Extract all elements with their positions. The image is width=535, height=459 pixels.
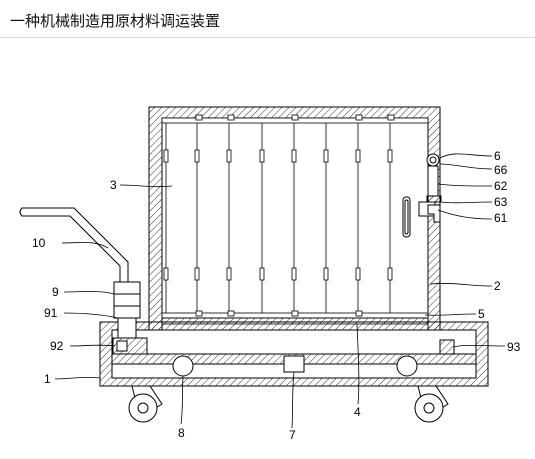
caster-wheel-right (414, 385, 449, 423)
callout-63: 63 (494, 195, 508, 209)
roller-right (396, 355, 418, 377)
callout-92: 92 (50, 339, 64, 353)
callout-4: 4 (354, 405, 361, 419)
latch-assembly (418, 153, 442, 223)
divider-slats (163, 114, 395, 317)
callout-2: 2 (494, 279, 501, 293)
callout-6: 6 (494, 149, 501, 163)
center-post (283, 355, 305, 373)
callout-3: 3 (110, 178, 117, 192)
callout-93: 93 (507, 340, 521, 354)
header-divider (0, 37, 535, 38)
callouts: 6 66 62 63 61 2 5 93 3 10 9 91 92 1 8 7 … (32, 149, 521, 442)
callout-1: 1 (44, 372, 51, 386)
door-handle (402, 196, 411, 238)
callout-66: 66 (494, 163, 508, 177)
motor (113, 281, 141, 339)
page-title: 一种机械制造用原材料调运装置 (10, 12, 221, 30)
callout-5: 5 (478, 307, 485, 321)
callout-8: 8 (178, 426, 185, 440)
callout-9: 9 (52, 285, 59, 299)
callout-61: 61 (494, 211, 508, 225)
callout-10: 10 (32, 236, 46, 250)
callout-7: 7 (289, 428, 296, 442)
callout-62: 62 (494, 179, 508, 193)
right-locking-block (439, 339, 455, 355)
caster-wheel-left (128, 385, 163, 423)
chassis (99, 321, 489, 387)
leader-lines (54, 153, 506, 429)
roller-left (172, 355, 194, 377)
left-locking-block (112, 337, 148, 355)
callout-91: 91 (44, 306, 58, 320)
